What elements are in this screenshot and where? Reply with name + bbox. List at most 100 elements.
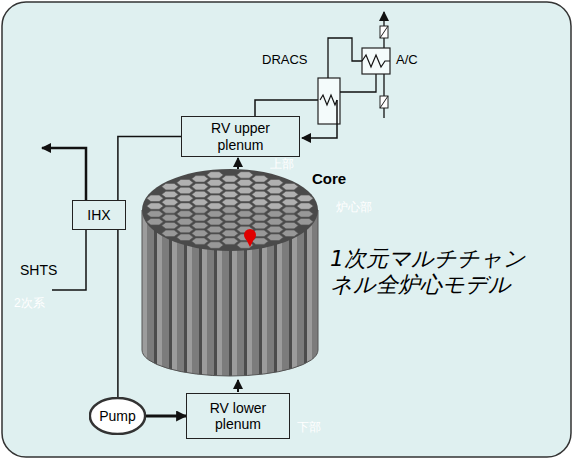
fuel-assembly	[237, 187, 254, 193]
fuel-assembly	[207, 172, 224, 179]
dracs-pipe	[340, 74, 376, 92]
fuel-assembly	[222, 215, 239, 221]
fuel-assembly	[192, 207, 209, 213]
fuel-assembly	[177, 234, 194, 241]
fuel-assembly	[192, 215, 209, 221]
watermark-text: 上部	[270, 157, 294, 171]
component-label: DRACS	[262, 52, 308, 68]
fuel-assembly	[282, 230, 299, 237]
hot-spot	[244, 229, 256, 247]
dracs-pipe	[255, 100, 320, 116]
fuel-assembly	[207, 180, 224, 187]
fuel-assembly	[237, 203, 254, 209]
fuel-assembly	[267, 219, 284, 225]
fuel-assembly	[282, 215, 299, 221]
pipe-connector	[118, 137, 181, 201]
node-text: IHX	[87, 207, 110, 223]
fuel-assembly	[177, 226, 194, 232]
node-text: RV upper plenum	[199, 120, 283, 152]
fuel-assembly	[252, 207, 269, 213]
air-cooler	[362, 48, 390, 74]
fuel-assembly	[252, 215, 269, 221]
node-text: Pump	[99, 408, 136, 424]
core-top	[142, 169, 318, 251]
fuel-assembly	[207, 203, 224, 209]
watermark-text: 下部	[297, 420, 321, 434]
heat-exchanger-box: IHX	[72, 200, 126, 230]
fuel-assembly	[237, 219, 254, 225]
watermark-text: 2次系	[14, 296, 45, 310]
core-bundle	[142, 210, 318, 376]
fuel-assembly	[222, 183, 239, 190]
plenum-box: RV lower plenum	[186, 393, 290, 439]
fuel-assembly	[267, 234, 284, 241]
fuel-assembly	[192, 183, 209, 190]
fuel-assembly	[147, 195, 164, 201]
fuel-assembly	[267, 203, 284, 209]
fuel-assembly	[282, 191, 299, 197]
dracs-pipe	[328, 38, 362, 78]
pump-outline	[90, 398, 145, 434]
fuel-assembly	[207, 234, 224, 241]
flow-arrow	[237, 158, 239, 169]
fuel-assembly	[252, 176, 269, 183]
fuel-assembly	[222, 238, 239, 245]
pipe-connector	[146, 415, 186, 418]
fuel-assembly	[252, 191, 269, 197]
secondary-pipe	[52, 230, 86, 290]
fuel-assembly	[192, 222, 209, 228]
fuel-assembly	[207, 226, 224, 232]
flow-arrow	[237, 380, 239, 392]
component-label: A/C	[396, 52, 418, 68]
fuel-assembly	[267, 187, 284, 193]
air-cooler-coil	[362, 55, 390, 67]
fuel-assembly	[222, 176, 239, 183]
fuel-assembly	[162, 207, 179, 213]
fuel-assembly	[297, 203, 314, 209]
secondary-pipe	[42, 148, 86, 200]
model-caption: 1次元マルチチャン ネル全炉心モデル	[330, 246, 530, 299]
fuel-assembly	[207, 195, 224, 201]
component-label: SHTS	[20, 262, 57, 279]
fuel-assembly	[282, 183, 299, 190]
fuel-assembly	[252, 222, 269, 228]
pipe-connector	[117, 230, 119, 397]
fuel-assembly	[162, 191, 179, 197]
pump-circle: Pump	[89, 397, 146, 435]
fuel-assembly	[162, 199, 179, 205]
fuel-assembly	[147, 211, 164, 217]
fuel-assembly	[162, 183, 179, 190]
fuel-assembly	[192, 199, 209, 205]
fuel-assembly	[222, 199, 239, 205]
fuel-assembly	[192, 230, 209, 237]
fuel-assembly	[192, 176, 209, 183]
fuel-assembly	[177, 195, 194, 201]
fuel-assembly	[267, 195, 284, 201]
node-text: RV lower plenum	[198, 400, 278, 432]
fuel-assembly	[177, 211, 194, 217]
fuel-assembly	[207, 242, 224, 249]
fuel-assembly	[237, 180, 254, 187]
fuel-assembly	[282, 222, 299, 228]
fuel-assembly	[147, 203, 164, 209]
fuel-assembly	[297, 195, 314, 201]
fuel-assembly	[162, 222, 179, 228]
fuel-assembly	[252, 199, 269, 205]
fuel-assembly	[222, 230, 239, 237]
fuel-assembly	[267, 211, 284, 217]
fuel-assembly	[207, 187, 224, 193]
fuel-assembly	[267, 180, 284, 187]
fuel-assemblies	[147, 172, 314, 249]
fuel-assembly	[282, 207, 299, 213]
fuel-assembly	[297, 211, 314, 217]
fuel-assembly	[192, 238, 209, 245]
fuel-assembly	[267, 226, 284, 232]
fuel-assembly	[282, 199, 299, 205]
fuel-assembly	[252, 183, 269, 190]
fuel-assembly	[237, 211, 254, 217]
fuel-assembly	[177, 187, 194, 193]
watermark-text: 炉心部	[336, 200, 372, 214]
fuel-assembly	[162, 230, 179, 237]
